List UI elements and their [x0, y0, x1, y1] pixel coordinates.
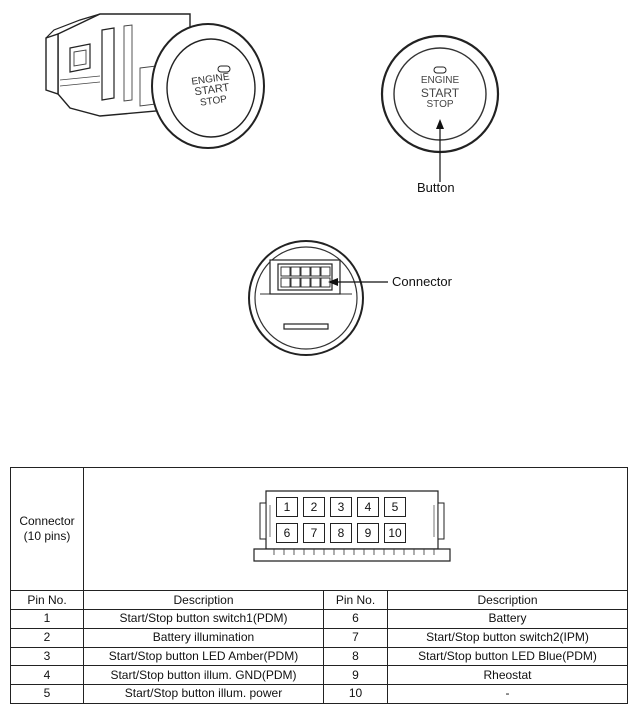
button-callout-arrow — [436, 119, 444, 182]
button-callout-label: Button — [417, 180, 455, 195]
connector-label: Connector — [19, 514, 75, 529]
pin-description: Start/Stop button switch2(IPM) — [386, 627, 629, 648]
pin-description: Battery illumination — [83, 627, 324, 648]
pin-description: Start/Stop button illum. GND(PDM) — [83, 665, 324, 686]
pin-row-top: 1 2 3 4 5 — [276, 497, 406, 517]
pin-1: 1 — [276, 497, 298, 517]
pin-8: 8 — [330, 523, 352, 543]
connector-label-cell: Connector (10 pins) — [10, 466, 84, 592]
pin-description: Rheostat — [386, 665, 629, 686]
pin-number: 2 — [10, 627, 84, 648]
face-line-engine: ENGINE — [420, 75, 460, 86]
pin-4: 4 — [357, 497, 379, 517]
pin-row-bottom: 6 7 8 9 10 — [276, 523, 406, 543]
table-row: 3 Start/Stop button LED Amber(PDM) 8 Sta… — [10, 646, 629, 667]
connector-callout-label: Connector — [392, 274, 452, 289]
front-button-face-text: ENGINE START STOP — [410, 75, 470, 111]
table-row: 5 Start/Stop button illum. power 10 - — [10, 684, 629, 704]
pin-number: 5 — [10, 684, 84, 704]
connector-callout-arrow — [328, 278, 388, 286]
header-description: Description — [83, 590, 324, 610]
pin-number: 10 — [323, 684, 388, 704]
switch-side-view — [45, 13, 265, 149]
table-row: 2 Battery illumination 7 Start/Stop butt… — [10, 627, 629, 648]
pin-number: 7 — [323, 627, 388, 648]
pin-description: Battery — [386, 609, 629, 629]
table-header-row: Pin No. Description Pin No. Description — [10, 590, 629, 610]
connector-face-diagram: 1 2 3 4 5 6 7 8 9 10 — [252, 485, 452, 571]
pin-3: 3 — [330, 497, 352, 517]
connector-pin-table: Connector (10 pins) — [10, 466, 629, 704]
switch-front-view — [380, 34, 500, 154]
switch-rear-view — [248, 240, 364, 356]
table-row: 4 Start/Stop button illum. GND(PDM) 9 Rh… — [10, 665, 629, 686]
table-row: 1 Start/Stop button switch1(PDM) 6 Batte… — [10, 609, 629, 629]
pin-9: 9 — [357, 523, 379, 543]
pin-description: Start/Stop button LED Blue(PDM) — [386, 646, 629, 667]
pin-10: 10 — [384, 523, 406, 543]
pin-description: - — [386, 684, 629, 704]
connector-diagram-row: Connector (10 pins) — [10, 466, 629, 592]
pin-description: Start/Stop button switch1(PDM) — [83, 609, 324, 629]
pin-7: 7 — [303, 523, 325, 543]
pin-description: Start/Stop button illum. power — [83, 684, 324, 704]
header-pin-no: Pin No. — [323, 590, 388, 610]
pin-number: 4 — [10, 665, 84, 686]
pin-number: 6 — [323, 609, 388, 629]
pin-5: 5 — [384, 497, 406, 517]
connector-pin-count: (10 pins) — [23, 529, 71, 544]
pin-6: 6 — [276, 523, 298, 543]
pin-description: Start/Stop button LED Amber(PDM) — [83, 646, 324, 667]
pin-number: 3 — [10, 646, 84, 667]
header-description: Description — [386, 590, 629, 610]
face-line-stop: STOP — [426, 99, 454, 110]
pin-2: 2 — [303, 497, 325, 517]
face-line-start: START — [420, 86, 460, 100]
header-pin-no: Pin No. — [10, 590, 84, 610]
pin-number: 9 — [323, 665, 388, 686]
connector-diagram-cell: 1 2 3 4 5 6 7 8 9 10 — [82, 466, 629, 592]
pin-number: 1 — [10, 609, 84, 629]
pin-number: 8 — [323, 646, 388, 667]
